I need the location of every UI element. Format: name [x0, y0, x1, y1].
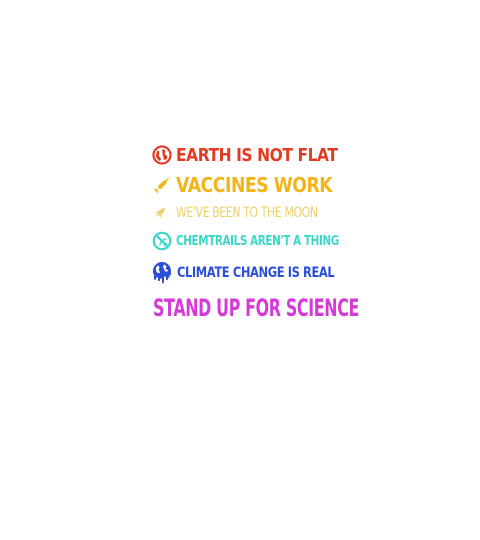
line-5-text: CLIMATE CHANGE IS REAL: [177, 265, 335, 281]
syringe-icon: [152, 175, 172, 195]
no-plane-icon: [152, 231, 172, 251]
rocket-icon: [152, 205, 168, 221]
line-3-text: WE'VE BEEN TO THE MOON: [176, 205, 318, 221]
line-vaccines-work: VACCINES WORK: [152, 173, 358, 197]
line-earth-not-flat: EARTH IS NOT FLAT: [152, 144, 364, 166]
line-stand-up: STAND UP FOR SCIENCE: [153, 293, 465, 323]
line-2-text: VACCINES WORK: [176, 173, 333, 197]
melting-earth-icon: [152, 261, 172, 285]
line-climate-change: CLIMATE CHANGE IS REAL: [152, 261, 369, 285]
line-4-text: CHEMTRAILS AREN'T A THING: [176, 233, 339, 249]
line-6-text: STAND UP FOR SCIENCE: [153, 294, 360, 322]
line-1-text: EARTH IS NOT FLAT: [176, 144, 338, 166]
line-chemtrails: CHEMTRAILS AREN'T A THING: [152, 231, 380, 251]
line-moon: WE'VE BEEN TO THE MOON: [152, 204, 358, 222]
globe-icon: [152, 145, 172, 165]
